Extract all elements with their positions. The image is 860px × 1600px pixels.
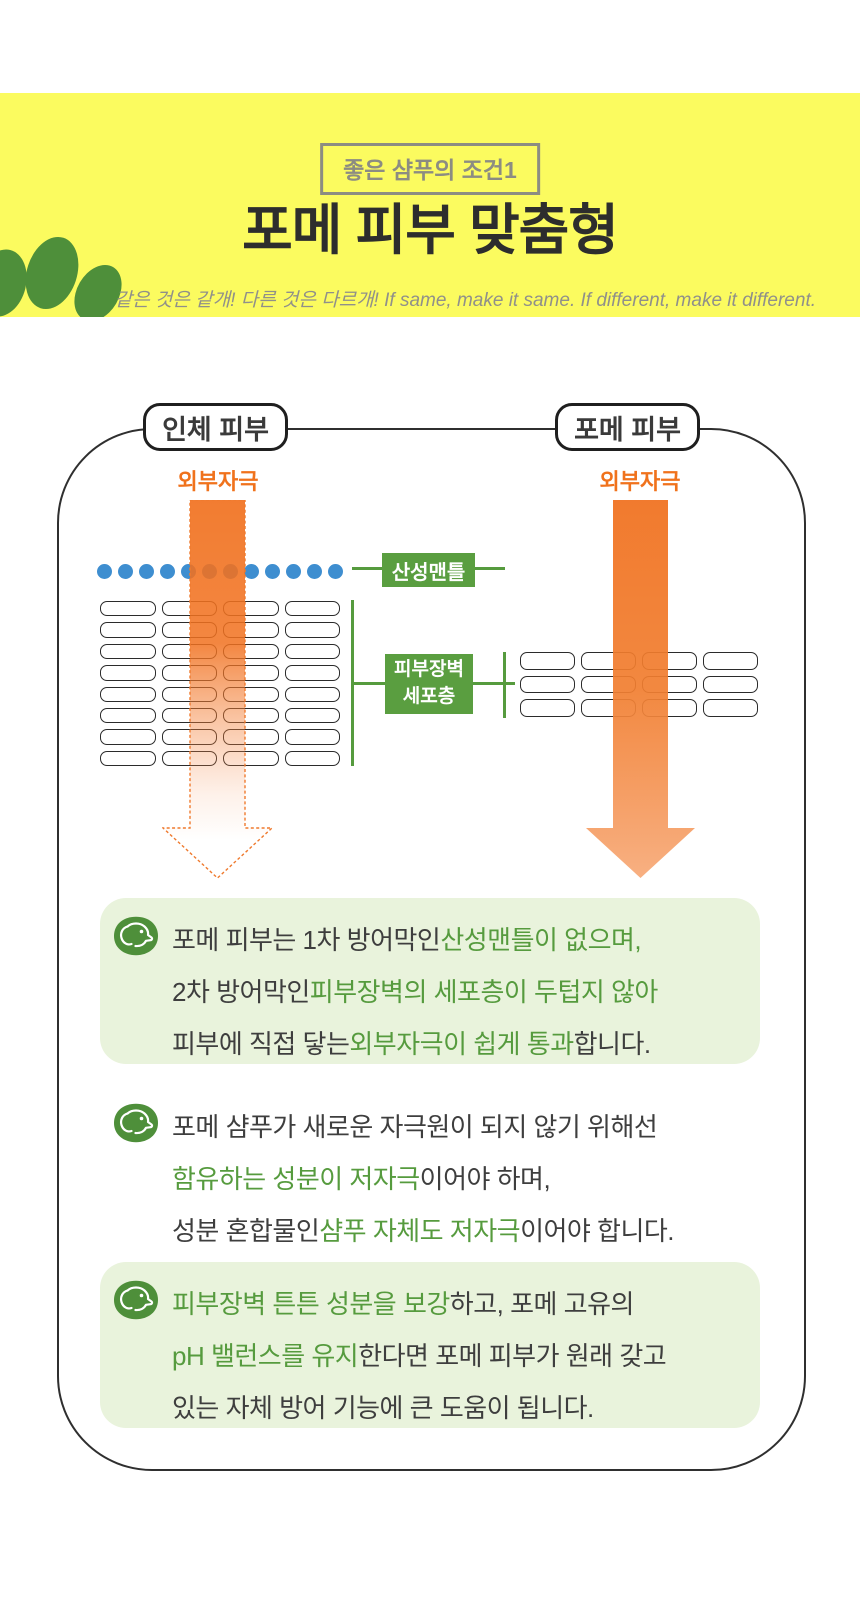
note-text-segment: 성분 혼합물인 <box>172 1215 320 1246</box>
note-text-segment: 한다면 포메 피부가 원래 갖고 <box>358 1340 667 1371</box>
acid-mantle-label: 산성맨틀 <box>382 553 475 587</box>
acid-mantle-dot <box>139 564 154 579</box>
stimulus-label-left: 외부자극 <box>177 469 259 494</box>
stimulus-arrow-blocked <box>162 500 273 879</box>
stimulus-label-right: 외부자극 <box>599 469 681 494</box>
barrier-cell <box>100 686 156 702</box>
note-text-segment: 있는 자체 방어 기능에 큰 도움이 됩니다. <box>172 1392 594 1423</box>
acid-mantle-dot <box>97 564 112 579</box>
barrier-label-line2: 세포층 <box>402 686 456 707</box>
acid-mantle-line-right <box>475 567 505 570</box>
note-text-segment: 피부에 직접 닿는 <box>172 1028 350 1059</box>
dog-icon <box>114 1280 158 1320</box>
acid-mantle-dot <box>118 564 133 579</box>
dog-icon <box>114 916 158 956</box>
acid-mantle-dot <box>286 564 301 579</box>
note-text-segment: 합니다. <box>573 1028 651 1059</box>
barrier-cell <box>284 750 340 766</box>
note-text-segment: 2차 방어막인 <box>172 976 310 1007</box>
barrier-cell <box>100 643 156 660</box>
barrier-cell <box>100 729 156 745</box>
note-text-line: 포메 샴푸가 새로운 자극원이 되지 않기 위해선 <box>172 1099 760 1151</box>
note-text-segment: 피부장벽 튼튼 성분을 보강 <box>172 1288 450 1319</box>
acid-mantle-line-left <box>352 567 382 570</box>
note-block: 포메 피부는 1차 방어막인 산성맨틀이 없으며,2차 방어막인 피부장벽의 세… <box>100 898 760 1064</box>
note-text-segment: 이어야 하며, <box>419 1163 551 1194</box>
stimulus-arrow-penetrating <box>586 500 695 878</box>
note-text-segment: pH 밸런스를 유지 <box>172 1340 359 1371</box>
note-text-segment: 피부장벽의 세포층이 두텁지 않아 <box>309 976 659 1007</box>
barrier-cell <box>100 622 156 638</box>
barrier-cell <box>100 750 156 766</box>
acid-mantle-dot <box>307 564 322 579</box>
note-text-segment: 산성맨틀이 없으며, <box>440 924 642 955</box>
note-text: 포메 피부는 1차 방어막인 산성맨틀이 없으며,2차 방어막인 피부장벽의 세… <box>172 898 760 1068</box>
acid-mantle-dot <box>265 564 280 579</box>
note-text-line: 2차 방어막인 피부장벽의 세포층이 두텁지 않아 <box>172 964 760 1016</box>
paw-print-icon <box>0 236 122 317</box>
note-text-segment: 포메 샴푸가 새로운 자극원이 되지 않기 위해선 <box>172 1111 658 1142</box>
barrier-cell <box>520 699 575 717</box>
condition-badge: 좋은 샴푸의 조건1 <box>320 143 540 195</box>
barrier-cell <box>100 601 156 617</box>
acid-mantle-dot <box>244 564 259 579</box>
acid-mantle-dot <box>328 564 343 579</box>
barrier-cell <box>284 707 340 724</box>
barrier-cell <box>100 707 156 724</box>
note-text-segment: 하고, 포메 고유의 <box>449 1288 635 1319</box>
pome-skin-label: 포메 피부 <box>555 403 700 451</box>
bracket-human-grid <box>351 600 354 766</box>
barrier-cell <box>284 643 340 660</box>
barrier-cell <box>520 652 575 670</box>
human-skin-label: 인체 피부 <box>143 403 288 451</box>
barrier-cell <box>284 686 340 702</box>
note-text-segment: 외부자극이 쉽게 통과 <box>349 1028 574 1059</box>
barrier-cell <box>100 665 156 681</box>
note-text-segment: 함유하는 성분이 저자극 <box>172 1163 420 1194</box>
acid-mantle-dot <box>160 564 175 579</box>
header-band: 좋은 샴푸의 조건1 포메 피부 맞춤형 같은 것은 같개! 다른 것은 다르개… <box>0 93 860 317</box>
diagram-frame <box>57 428 806 1471</box>
note-text-segment: 포메 피부는 1차 방어막인 <box>172 924 441 955</box>
barrier-cell <box>284 729 340 745</box>
note-text-line: 있는 자체 방어 기능에 큰 도움이 됩니다. <box>172 1380 760 1432</box>
dog-icon <box>114 1103 158 1143</box>
note-text-line: 포메 피부는 1차 방어막인 산성맨틀이 없으며, <box>172 912 760 964</box>
note-text-segment: 샴푸 자체도 저자극 <box>319 1215 521 1246</box>
barrier-cell <box>703 699 758 717</box>
barrier-connector-right <box>473 682 515 685</box>
barrier-cell <box>703 652 758 670</box>
note-text-segment: 이어야 합니다. <box>520 1215 675 1246</box>
header-subtitle: 같은 것은 같개! 다른 것은 다르개! If same, make it sa… <box>114 290 816 311</box>
barrier-cell <box>284 622 340 638</box>
barrier-cell <box>703 675 758 694</box>
page-title: 포메 피부 맞춤형 <box>242 199 619 261</box>
barrier-label-line1: 피부장벽 <box>394 659 464 681</box>
bracket-pome-grid <box>503 652 506 718</box>
barrier-cell <box>284 665 340 681</box>
barrier-cell-layer-label: 피부장벽 세포층 <box>385 654 473 714</box>
barrier-cell <box>520 675 575 694</box>
barrier-connector-left <box>353 682 385 685</box>
barrier-cell <box>284 601 340 617</box>
